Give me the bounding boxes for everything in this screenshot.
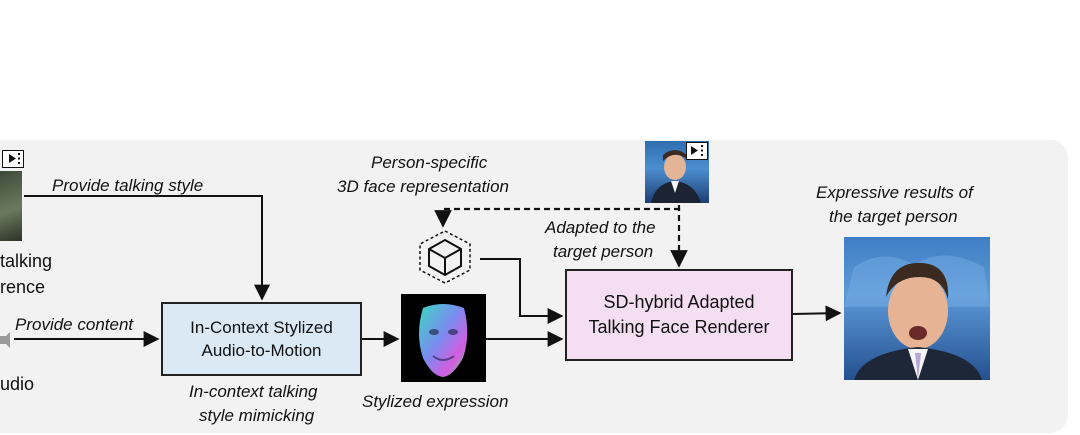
audio-icon (0, 332, 10, 348)
provide-style-label: Provide talking style (52, 176, 204, 195)
adapted-label-line2: target person (553, 242, 654, 261)
icl-label-line1: In-context talking (189, 382, 318, 401)
reference-label-line2: rence (0, 277, 46, 297)
video-icon (2, 150, 24, 168)
stylized-expression-image (401, 294, 486, 382)
face-mesh-icon (419, 304, 468, 377)
a2m-title-line1: In-Context Stylized (190, 318, 333, 337)
person-specific-label-line2: 3D face representation (337, 177, 509, 196)
person-specific-label-line1: Person-specific (371, 153, 488, 172)
style-arrow (24, 195, 270, 301)
renderer-title-line2: Talking Face Renderer (588, 317, 770, 337)
results-label-line2: the target person (829, 207, 958, 226)
cube-to-renderer-arrow (480, 258, 564, 324)
stylized-expression-label: Stylized expression (362, 392, 509, 411)
adapted-label-line1: Adapted to the (545, 218, 656, 237)
renderer-to-output-arrow (792, 305, 842, 322)
cube-icon (419, 230, 471, 284)
audio-label: udio (0, 374, 35, 394)
provide-content-label: Provide content (15, 315, 134, 334)
target-person-video-thumbnail (645, 141, 709, 203)
audio-to-motion-module: In-Context Stylized Audio-to-Motion (161, 302, 362, 376)
a2m-title-line2: Audio-to-Motion (201, 341, 322, 360)
icl-label-line2: style mimicking (199, 406, 315, 425)
reference-label-line1: talking (0, 251, 53, 271)
renderer-title-line1: SD-hybrid Adapted (603, 292, 755, 312)
expressive-result-image (844, 237, 990, 380)
talking-face-renderer-module: SD-hybrid Adapted Talking Face Renderer (565, 269, 793, 361)
video-icon (686, 142, 708, 160)
results-label-line1: Expressive results of (816, 183, 973, 202)
reference-video-thumbnail (0, 171, 22, 241)
